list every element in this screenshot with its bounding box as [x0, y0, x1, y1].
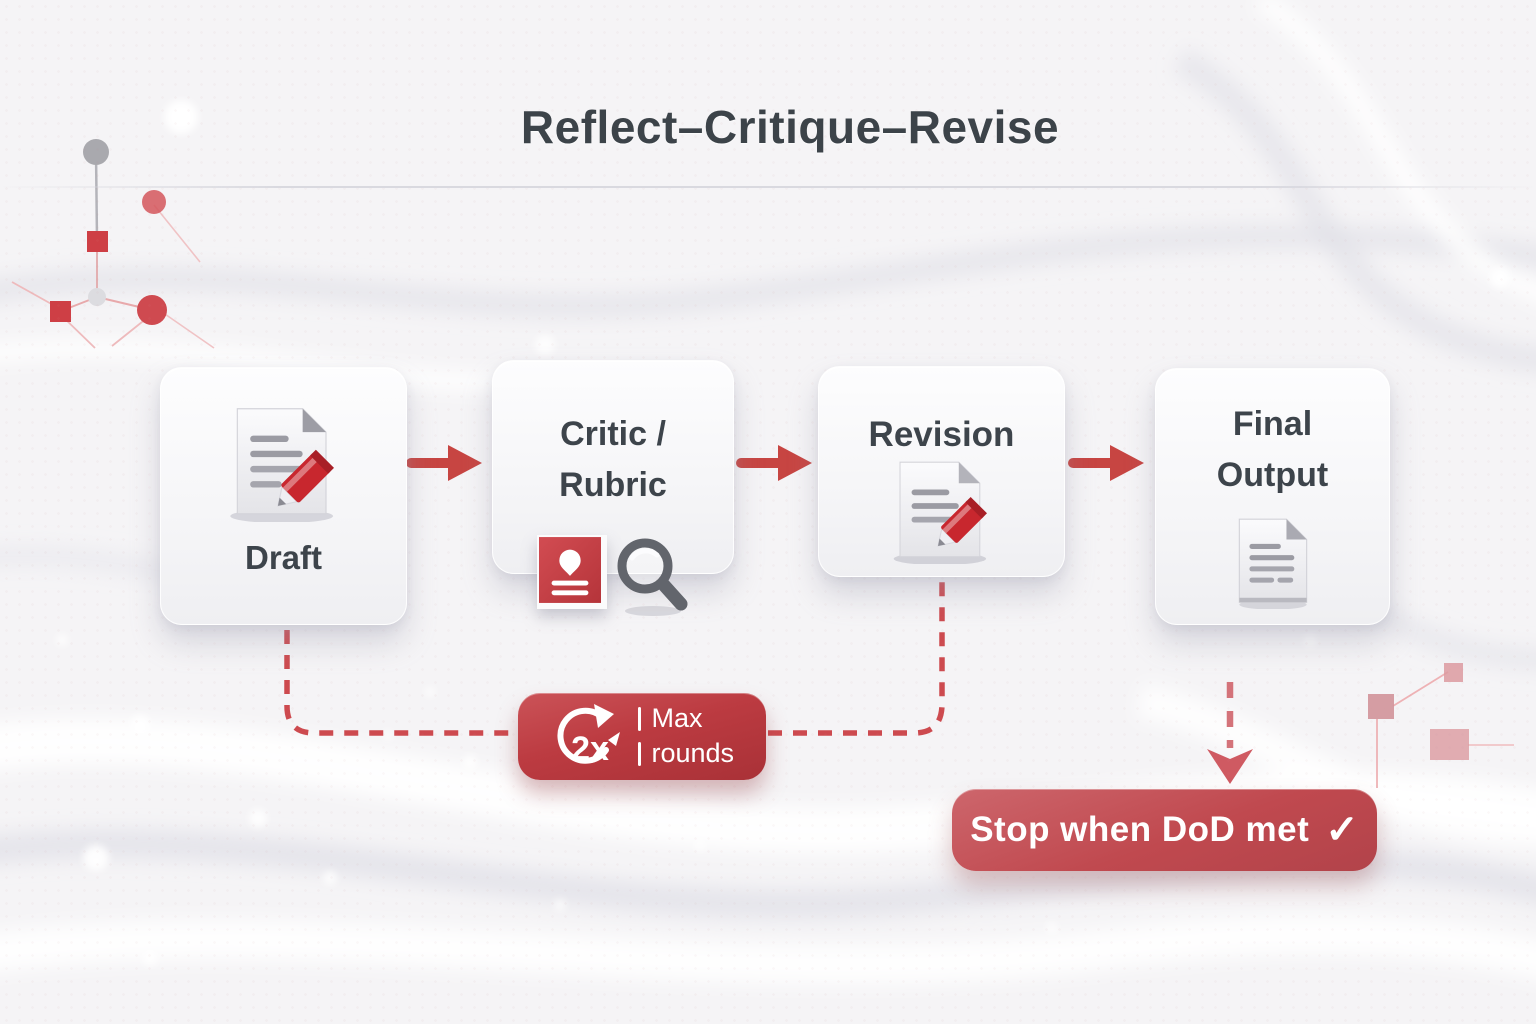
final-to-stop-dashed-arrow [1207, 682, 1253, 784]
final-document-icon [1230, 517, 1316, 614]
magnifier-icon [611, 535, 691, 624]
max-rounds-badge: 2x Max rounds [518, 693, 766, 780]
node-draft-label: Draft [244, 539, 322, 576]
arrow-critic-to-revision [736, 445, 812, 481]
rounds-label: rounds [651, 738, 735, 768]
stop-condition-badge: Stop when DoD met ✓ [952, 789, 1377, 871]
divider-bar [637, 707, 642, 732]
node-draft: Draft [160, 367, 407, 625]
loop-multiplier-label: 2x [571, 730, 609, 768]
feedback-loop-dashed-line [284, 576, 945, 736]
node-revision-label: Revision [868, 415, 1015, 454]
draft-document-pencil-icon [214, 404, 354, 527]
page-title: Reflect–Critique–Revise [520, 101, 1060, 153]
node-final-label: Final Output [1216, 405, 1329, 494]
arrow-revision-to-final [1068, 445, 1144, 481]
node-critic: Critic / Rubric [492, 360, 734, 616]
network-decoration-right [1368, 663, 1514, 788]
check-icon: ✓ [1325, 808, 1359, 852]
divider-bar [637, 741, 642, 766]
title-divider [0, 186, 1536, 188]
loop-arrow-icon: 2x [550, 702, 628, 772]
revision-document-pencil-icon [878, 458, 1006, 569]
node-critic-label: Critic / Rubric [559, 415, 667, 504]
rubric-icon [537, 535, 607, 609]
stop-condition-label: Stop when DoD met [970, 810, 1310, 849]
network-decoration-left [11, 139, 215, 349]
max-label: Max [651, 703, 703, 734]
arrow-draft-to-critic [406, 445, 482, 481]
node-final: Final Output [1155, 368, 1390, 625]
node-revision: Revision [818, 366, 1065, 577]
